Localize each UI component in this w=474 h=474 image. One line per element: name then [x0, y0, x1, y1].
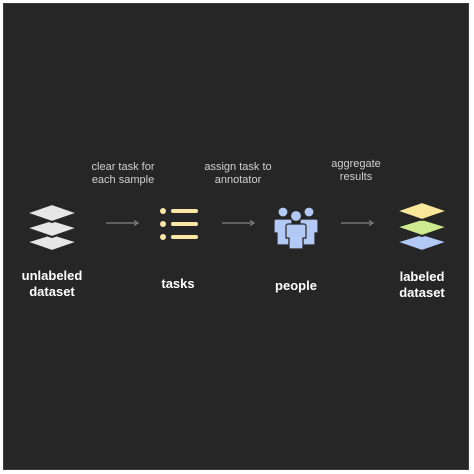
diagram-canvas: clear task for each sample assign task t…	[3, 3, 469, 470]
caption-assign-task: assign task to annotator	[204, 161, 272, 186]
caption-clear-task: clear task for each sample	[91, 161, 155, 186]
colored-stacked-layers-icon	[395, 201, 449, 252]
arrow-to-people	[222, 220, 255, 226]
label-labeled-dataset: labeled dataset	[399, 269, 445, 300]
arrow-to-labeled	[341, 220, 374, 226]
list-icon	[160, 208, 198, 240]
group-people-icon	[274, 206, 318, 249]
label-tasks: tasks	[161, 276, 195, 291]
label-unlabeled-dataset: unlabeled dataset	[21, 268, 83, 299]
label-people: people	[275, 278, 317, 293]
stacked-layers-icon	[25, 203, 79, 252]
caption-aggregate: aggregate results	[331, 158, 381, 183]
arrow-to-tasks	[106, 220, 139, 226]
